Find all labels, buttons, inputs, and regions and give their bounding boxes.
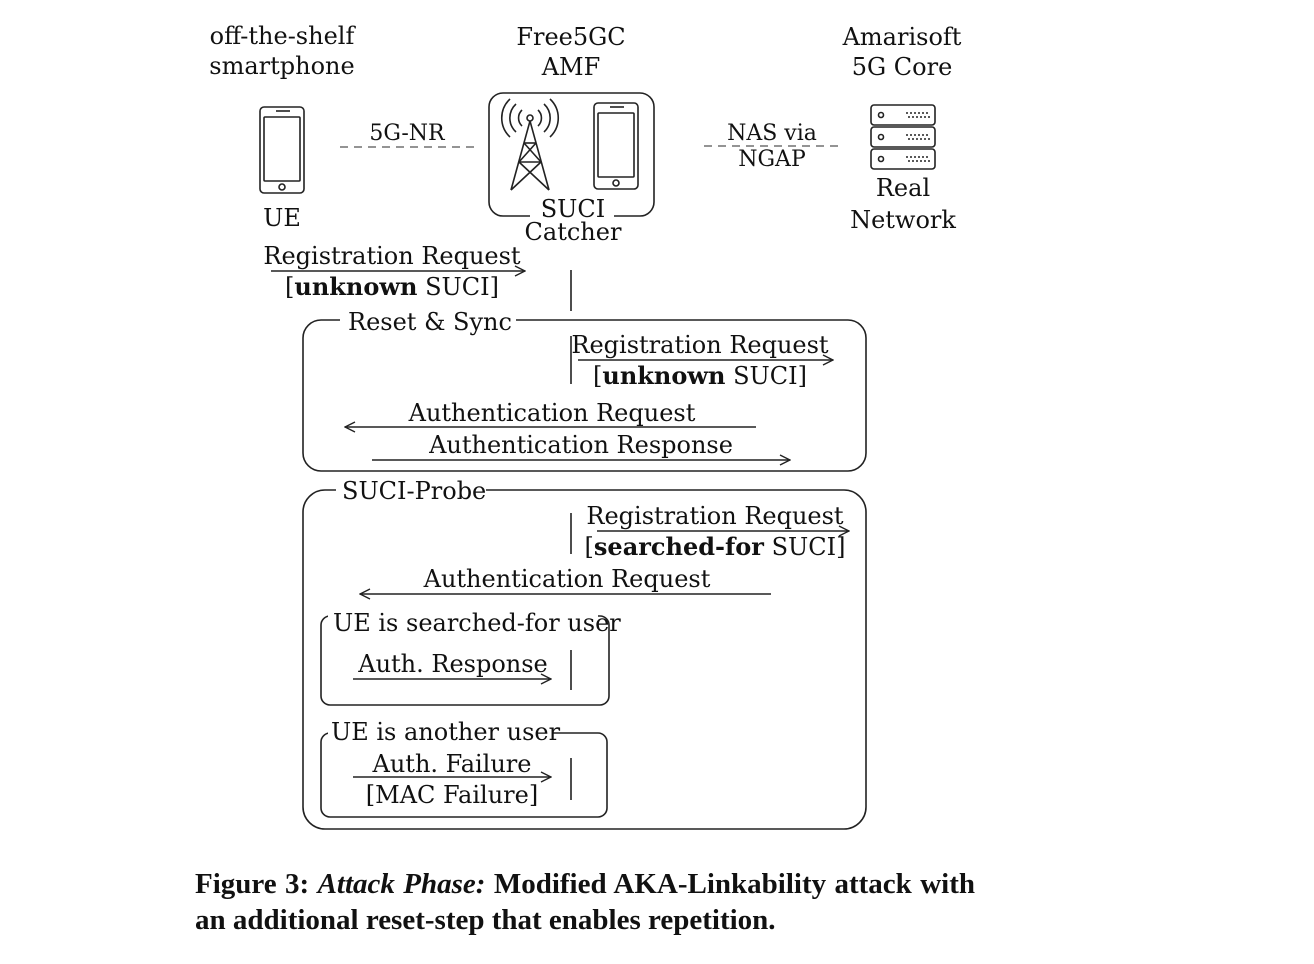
authentication-request-2-label: Authentication Request bbox=[423, 565, 711, 593]
server-rack-icon bbox=[870, 104, 936, 170]
registration-request-1-suci: [unknown SUCI] bbox=[285, 272, 499, 301]
registration-request-3-label: Registration Request bbox=[586, 502, 844, 530]
core-top-label-1: Amarisoft bbox=[842, 23, 962, 51]
catcher-top-label-2: AMF bbox=[541, 53, 601, 81]
suci-probe-title: SUCI-Probe bbox=[342, 477, 486, 505]
catcher-top-label-1: Free5GC bbox=[516, 23, 625, 51]
reset-sync-frame bbox=[302, 319, 867, 472]
core-label-1: Real bbox=[876, 174, 930, 202]
figure-text: Modified AKA-Linkability attack with an … bbox=[195, 868, 975, 936]
mac-failure-label: [MAC Failure] bbox=[366, 781, 538, 809]
case-searched-for-title: UE is searched-for user bbox=[333, 609, 621, 637]
figure-label: Figure 3: bbox=[195, 868, 310, 900]
radio-link-label: 5G-NR bbox=[369, 121, 446, 146]
catcher-smartphone-icon bbox=[593, 102, 639, 190]
case-another-user-title: UE is another user bbox=[331, 718, 561, 746]
smartphone-icon bbox=[259, 106, 305, 194]
ue-top-label-2: smartphone bbox=[209, 52, 354, 80]
figure-phase: Attack Phase: bbox=[317, 868, 486, 900]
authentication-response-label: Authentication Response bbox=[428, 431, 733, 459]
catcher-label-2: Catcher bbox=[525, 218, 622, 246]
figure-caption: Figure 3: Attack Phase: Modified AKA-Lin… bbox=[195, 866, 975, 938]
registration-request-2-label: Registration Request bbox=[571, 331, 829, 359]
reset-sync-title: Reset & Sync bbox=[348, 308, 512, 336]
auth-response-label: Auth. Response bbox=[357, 650, 548, 678]
core-label-2: Network bbox=[850, 206, 956, 234]
authentication-request-1-label: Authentication Request bbox=[408, 399, 696, 427]
cell-tower-icon bbox=[501, 98, 559, 191]
suci-probe-frame bbox=[302, 489, 867, 830]
ue-label: UE bbox=[263, 204, 301, 232]
core-top-label-2: 5G Core bbox=[852, 53, 953, 81]
registration-request-3-suci: [searched-for SUCI] bbox=[585, 532, 846, 561]
nas-link-label-1: NAS via bbox=[727, 121, 817, 146]
ue-top-label-1: off-the-shelf bbox=[210, 22, 357, 50]
auth-failure-label: Auth. Failure bbox=[372, 750, 532, 778]
nas-link-label-2: NGAP bbox=[738, 147, 806, 172]
registration-request-2-suci: [unknown SUCI] bbox=[593, 361, 807, 390]
catcher-label-1: SUCI bbox=[541, 195, 606, 223]
registration-request-1-label: Registration Request bbox=[263, 242, 521, 270]
